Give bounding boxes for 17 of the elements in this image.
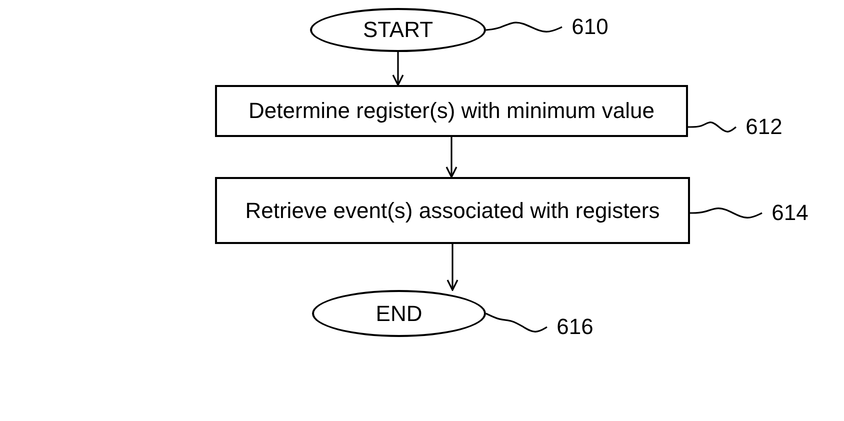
flow-arrow (446, 137, 458, 178)
flow-arrow (446, 244, 458, 291)
reference-numeral: 612 (742, 114, 786, 140)
leader-line (486, 22, 562, 32)
leader-line (688, 122, 736, 132)
process-box (215, 177, 690, 244)
reference-numeral: 616 (553, 314, 597, 340)
leader-line (486, 312, 548, 332)
reference-numeral: 614 (768, 200, 812, 226)
step-text: Retrieve event(s) associated with registers (245, 198, 660, 224)
reference-numeral: 610 (568, 14, 612, 40)
flow-arrow (392, 52, 404, 86)
step-text: START (362, 17, 434, 43)
leader-line (690, 208, 762, 218)
step-text: END (376, 300, 422, 326)
step-text: Determine register(s) with minimum value (248, 98, 654, 124)
process-box (215, 85, 688, 137)
